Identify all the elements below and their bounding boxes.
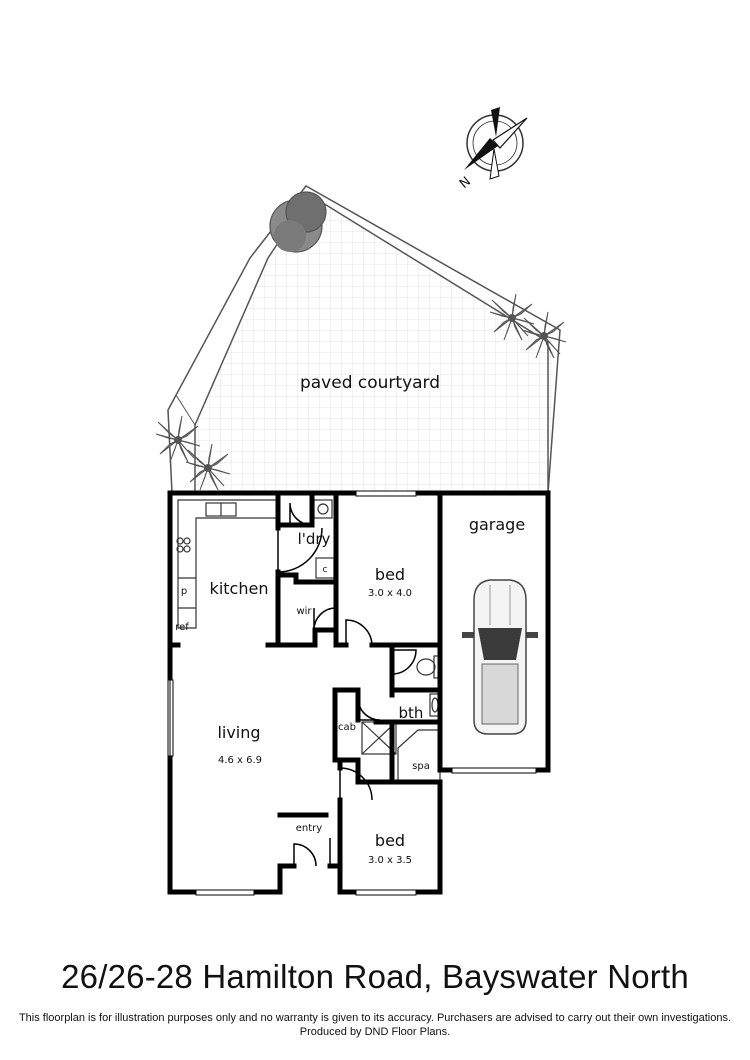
- room-size-bed-1: 3.0 x 4.0: [368, 588, 412, 599]
- compass-icon: N: [457, 107, 528, 192]
- kitchen-bench: [176, 499, 279, 629]
- windows: [167, 490, 537, 896]
- north-label: N: [457, 174, 474, 192]
- room-label-bath: bth: [399, 704, 424, 722]
- room-label-wir: wir: [296, 606, 312, 617]
- tree-icon: [269, 191, 327, 253]
- room-size-living: 4.6 x 6.9: [218, 755, 262, 766]
- disclaimer-line-1: This floorplan is for illustration purpo…: [18, 1012, 732, 1024]
- property-address-title: 26/26-28 Hamilton Road, Bayswater North: [61, 958, 689, 995]
- room-label-kitchen: kitchen: [210, 579, 269, 598]
- room-label-living: living: [217, 723, 260, 742]
- room-label-spa: spa: [412, 761, 430, 772]
- label-cupboard: c: [323, 565, 328, 575]
- label-fridge: ref: [175, 622, 189, 633]
- room-label-cab: cab: [338, 722, 356, 733]
- floor-plan: N: [155, 107, 567, 896]
- room-label-garage: garage: [469, 515, 525, 534]
- label-pantry: p: [181, 586, 187, 597]
- car-icon: [462, 579, 538, 735]
- room-label-entry: entry: [296, 823, 323, 834]
- room-label-laundry: l'dry: [298, 530, 331, 548]
- room-label-courtyard: paved courtyard: [300, 373, 440, 393]
- toilet-icon: [416, 655, 441, 679]
- room-label-bed-1: bed: [375, 565, 405, 584]
- paved-courtyard: [167, 185, 561, 494]
- room-label-bed-2: bed: [375, 831, 405, 850]
- disclaimer-line-2: Produced by DND Floor Plans.: [299, 1026, 451, 1038]
- room-size-bed-2: 3.0 x 3.5: [368, 855, 412, 866]
- door-swings: [277, 502, 417, 867]
